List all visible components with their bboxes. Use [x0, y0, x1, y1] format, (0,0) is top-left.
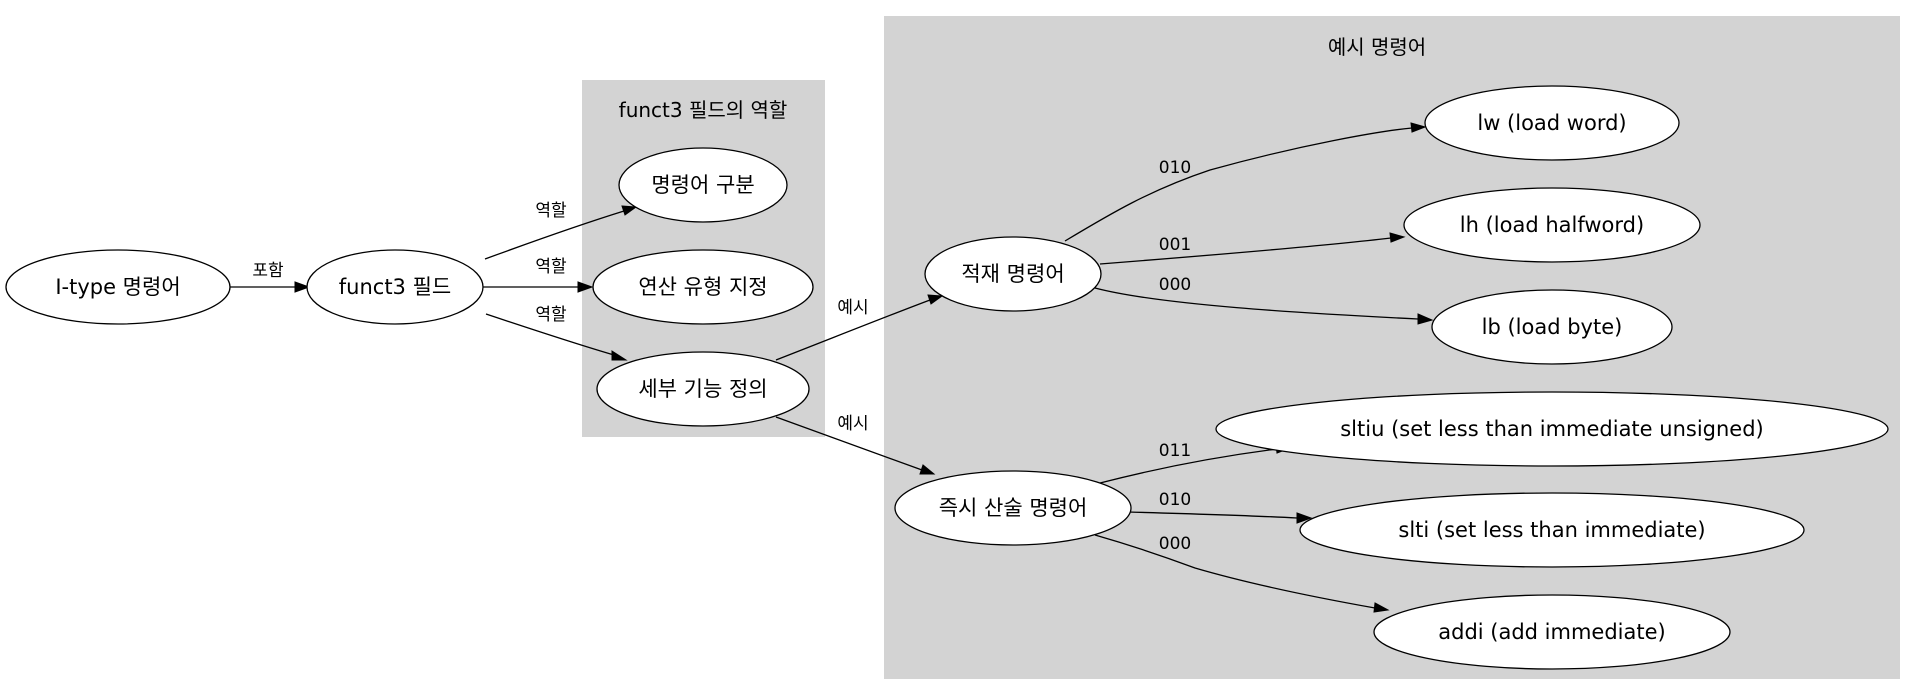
edge-arith-to-addi: 000 [1094, 534, 1390, 613]
edge-label-000-lb: 000 [1159, 275, 1191, 295]
edge-label-010-slti: 010 [1159, 490, 1191, 510]
edge-load-to-lh: 001 [1099, 232, 1406, 265]
edge-funct3-to-distinguish: 역할 [484, 201, 638, 260]
node-lh: lh (load halfword) [1403, 187, 1701, 263]
svg-text:sltiu (set less than immediate: sltiu (set less than immediate unsigned) [1340, 417, 1764, 441]
cluster-funct3-role-label: funct3 필드의 역할 [619, 98, 788, 122]
node-detail-function: 세부 기능 정의 [596, 351, 810, 427]
svg-text:연산 유형 지정: 연산 유형 지정 [638, 275, 767, 299]
cluster-example-instructions: 예시 명령어 [884, 16, 1900, 679]
edge-load-to-lb: 000 [1094, 275, 1434, 325]
cluster-example-instructions-label: 예시 명령어 [1328, 35, 1426, 59]
edge-detail-to-load: 예시 [775, 294, 944, 361]
svg-text:lb (load byte): lb (load byte) [1482, 315, 1623, 339]
edge-label-example-2: 예시 [837, 414, 868, 434]
node-lw: lw (load word) [1424, 85, 1680, 161]
node-slti: slti (set less than immediate) [1299, 492, 1805, 568]
edge-funct3-to-optype: 역할 [476, 257, 594, 293]
node-immediate-arith-instruction: 즉시 산술 명령어 [894, 470, 1132, 546]
edge-load-to-lw: 010 [1064, 122, 1427, 242]
edge-label-role-1: 역할 [535, 201, 567, 221]
edge-label-example-1: 예시 [837, 298, 868, 318]
edge-label-001-lh: 001 [1159, 235, 1191, 255]
edge-label-011-sltiu: 011 [1159, 441, 1191, 461]
svg-text:I-type 명령어: I-type 명령어 [55, 275, 180, 299]
node-funct3-field: funct3 필드 [306, 249, 484, 325]
edge-label-000-addi: 000 [1159, 534, 1191, 554]
svg-text:세부 기능 정의: 세부 기능 정의 [638, 377, 767, 401]
edge-detail-to-arith: 예시 [775, 414, 936, 475]
edge-label-include: 포함 [252, 261, 284, 281]
node-operation-type: 연산 유형 지정 [592, 249, 814, 325]
svg-text:적재 명령어: 적재 명령어 [961, 262, 1064, 286]
svg-text:명령어 구분: 명령어 구분 [651, 173, 754, 197]
node-itype-instruction: I-type 명령어 [5, 249, 231, 325]
node-instruction-distinguish: 명령어 구분 [618, 147, 788, 223]
node-lb: lb (load byte) [1431, 289, 1673, 365]
edge-funct3-to-detail: 역할 [485, 305, 628, 361]
svg-text:addi (add immediate): addi (add immediate) [1438, 620, 1665, 644]
edge-label-010-lw: 010 [1159, 158, 1191, 178]
svg-text:lh (load halfword): lh (load halfword) [1460, 213, 1644, 237]
svg-text:slti (set less than immediate): slti (set less than immediate) [1398, 518, 1705, 542]
svg-text:lw (load word): lw (load word) [1477, 111, 1626, 135]
node-load-instruction: 적재 명령어 [924, 236, 1102, 312]
edge-itype-to-funct3: 포함 [230, 261, 311, 293]
edge-label-role-3: 역할 [535, 305, 567, 325]
node-sltiu: sltiu (set less than immediate unsigned) [1215, 391, 1889, 467]
svg-text:즉시 산술 명령어: 즉시 산술 명령어 [939, 496, 1088, 520]
edge-arith-to-slti: 010 [1127, 490, 1313, 524]
svg-text:funct3 필드: funct3 필드 [339, 275, 451, 299]
node-addi: addi (add immediate) [1373, 594, 1731, 670]
edge-label-role-2: 역할 [535, 257, 567, 277]
